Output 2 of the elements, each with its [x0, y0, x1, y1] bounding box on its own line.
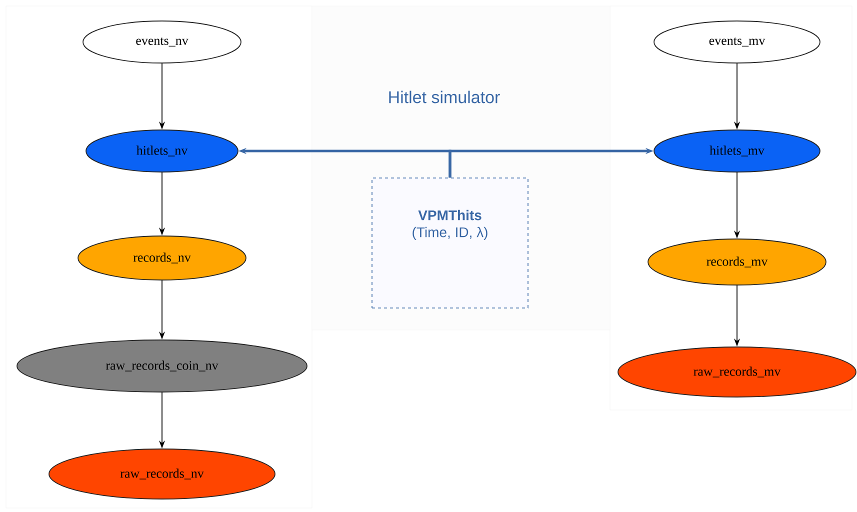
dashed-box: VPMThits (Time, ID, λ) [372, 178, 528, 308]
diagram-title: Hitlet simulator [389, 90, 500, 104]
